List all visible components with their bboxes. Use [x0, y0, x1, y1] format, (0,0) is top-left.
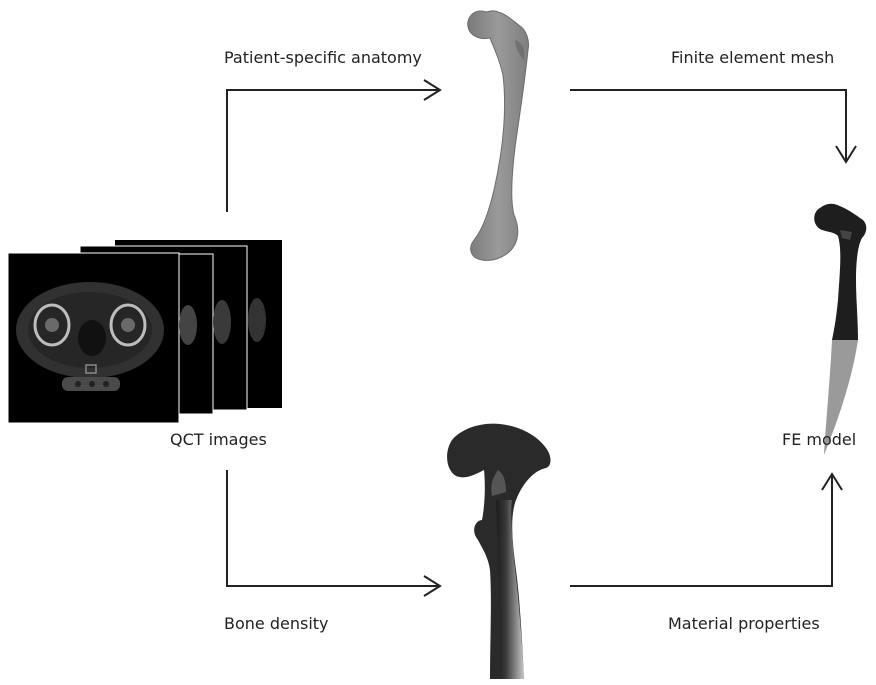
label-bone-density: Bone density	[224, 614, 329, 633]
arrow-anatomy-to-mesh	[570, 90, 856, 162]
label-patient-specific-anatomy: Patient-specific anatomy	[224, 48, 422, 67]
qct-image-stack	[8, 240, 282, 423]
arrow-density-to-fe-model	[570, 474, 842, 586]
label-material-properties: Material properties	[668, 614, 820, 633]
arrow-qct-to-density	[227, 470, 440, 596]
label-finite-element-mesh: Finite element mesh	[671, 48, 834, 67]
label-fe-model: FE model	[782, 430, 856, 449]
femur-density-model	[447, 424, 550, 679]
ct-slice-front	[8, 253, 179, 423]
femur-anatomy-model	[468, 11, 529, 261]
label-qct-images: QCT images	[170, 430, 267, 449]
fe-model-mesh	[814, 204, 866, 455]
arrow-qct-to-anatomy	[227, 80, 440, 212]
